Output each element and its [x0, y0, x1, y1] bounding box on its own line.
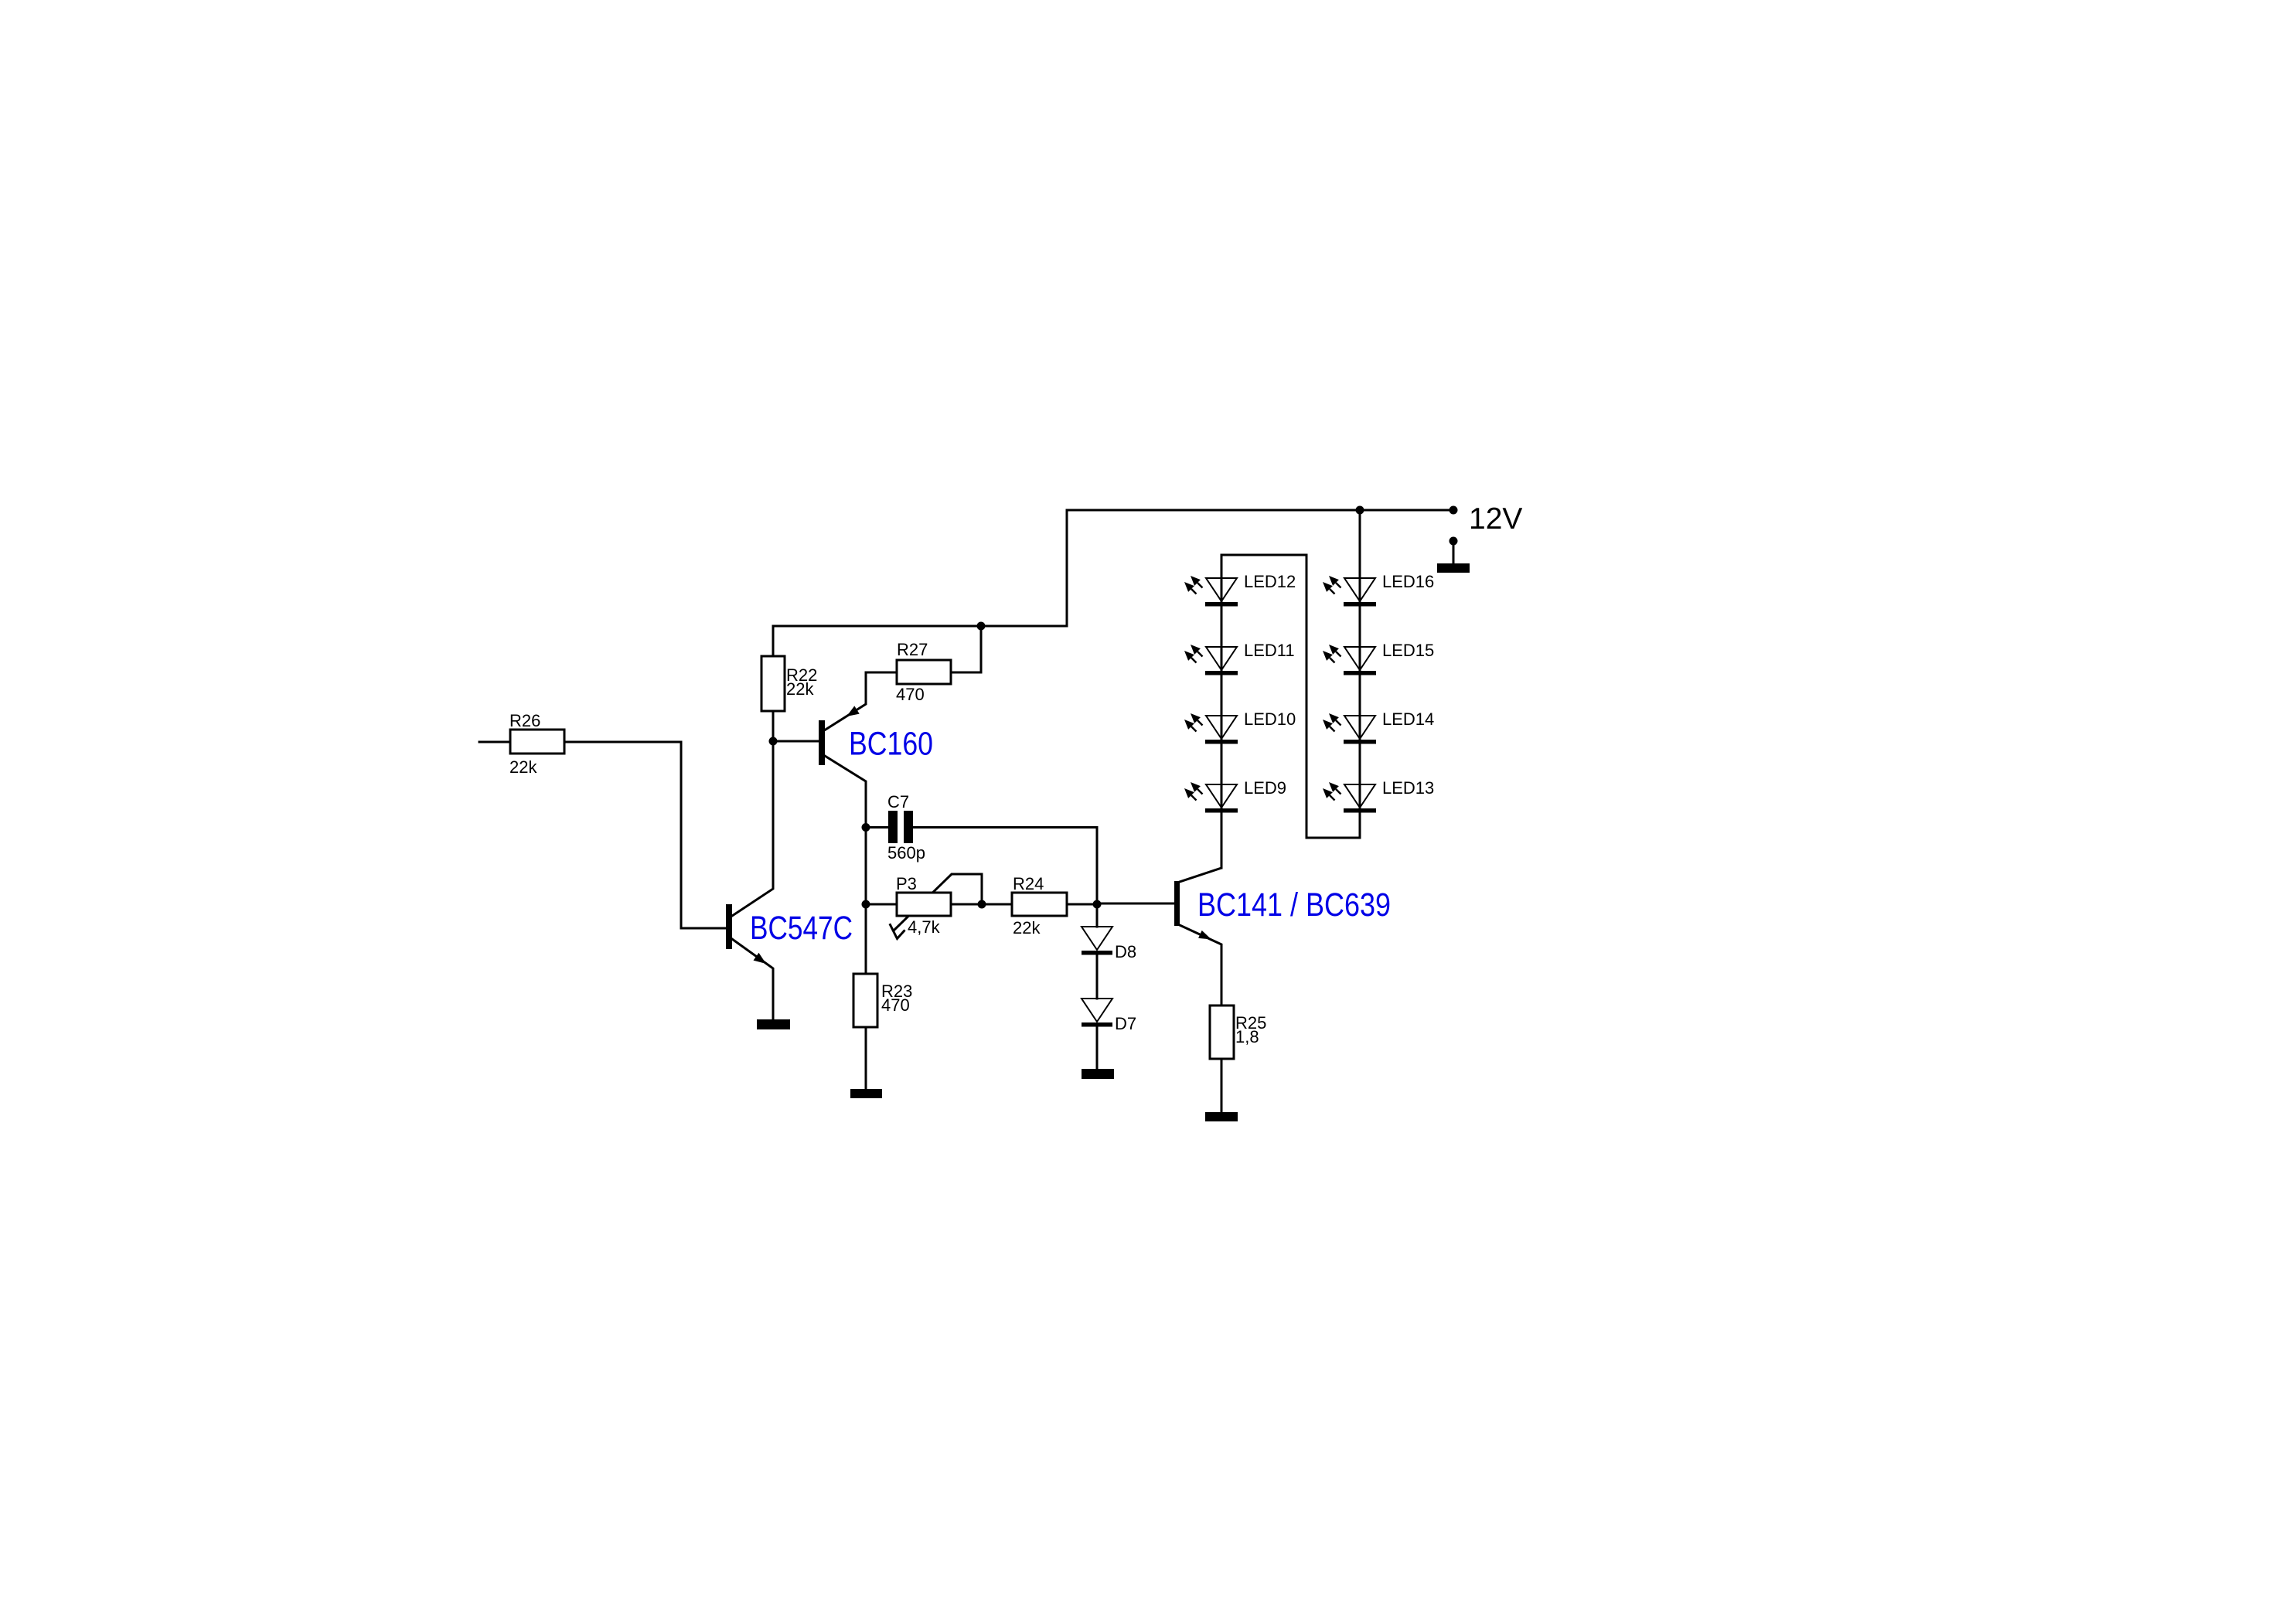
svg-text:R26: R26 — [509, 711, 540, 730]
svg-text:LED11: LED11 — [1244, 641, 1295, 660]
svg-text:BC547C: BC547C — [750, 910, 853, 947]
svg-text:LED12: LED12 — [1244, 572, 1296, 591]
svg-text:R23: R23 — [881, 982, 912, 1001]
svg-text:P3: P3 — [896, 874, 917, 893]
svg-text:D8: D8 — [1115, 942, 1136, 961]
svg-text:LED10: LED10 — [1244, 709, 1296, 729]
svg-text:LED16: LED16 — [1382, 572, 1434, 591]
svg-text:R27: R27 — [897, 640, 928, 659]
svg-text:1,8: 1,8 — [1235, 1027, 1259, 1046]
svg-text:LED13: LED13 — [1382, 778, 1434, 798]
svg-text:BC141 / BC639: BC141 / BC639 — [1197, 886, 1391, 924]
svg-text:22k: 22k — [1013, 918, 1041, 937]
svg-text:4,7k: 4,7k — [908, 917, 941, 937]
svg-text:LED9: LED9 — [1244, 778, 1286, 798]
svg-text:C7: C7 — [887, 792, 909, 812]
svg-text:LED15: LED15 — [1382, 641, 1434, 660]
svg-text:22k: 22k — [786, 679, 814, 699]
svg-text:470: 470 — [881, 995, 910, 1015]
svg-text:R24: R24 — [1013, 874, 1044, 893]
svg-text:12V: 12V — [1469, 502, 1522, 536]
svg-text:LED14: LED14 — [1382, 709, 1434, 729]
svg-text:BC160: BC160 — [849, 726, 933, 763]
svg-text:R25: R25 — [1235, 1013, 1266, 1033]
svg-text:D7: D7 — [1115, 1014, 1136, 1033]
svg-text:470: 470 — [896, 685, 925, 704]
svg-text:560p: 560p — [887, 843, 925, 863]
svg-text:R22: R22 — [786, 665, 817, 685]
svg-text:22k: 22k — [509, 757, 537, 777]
